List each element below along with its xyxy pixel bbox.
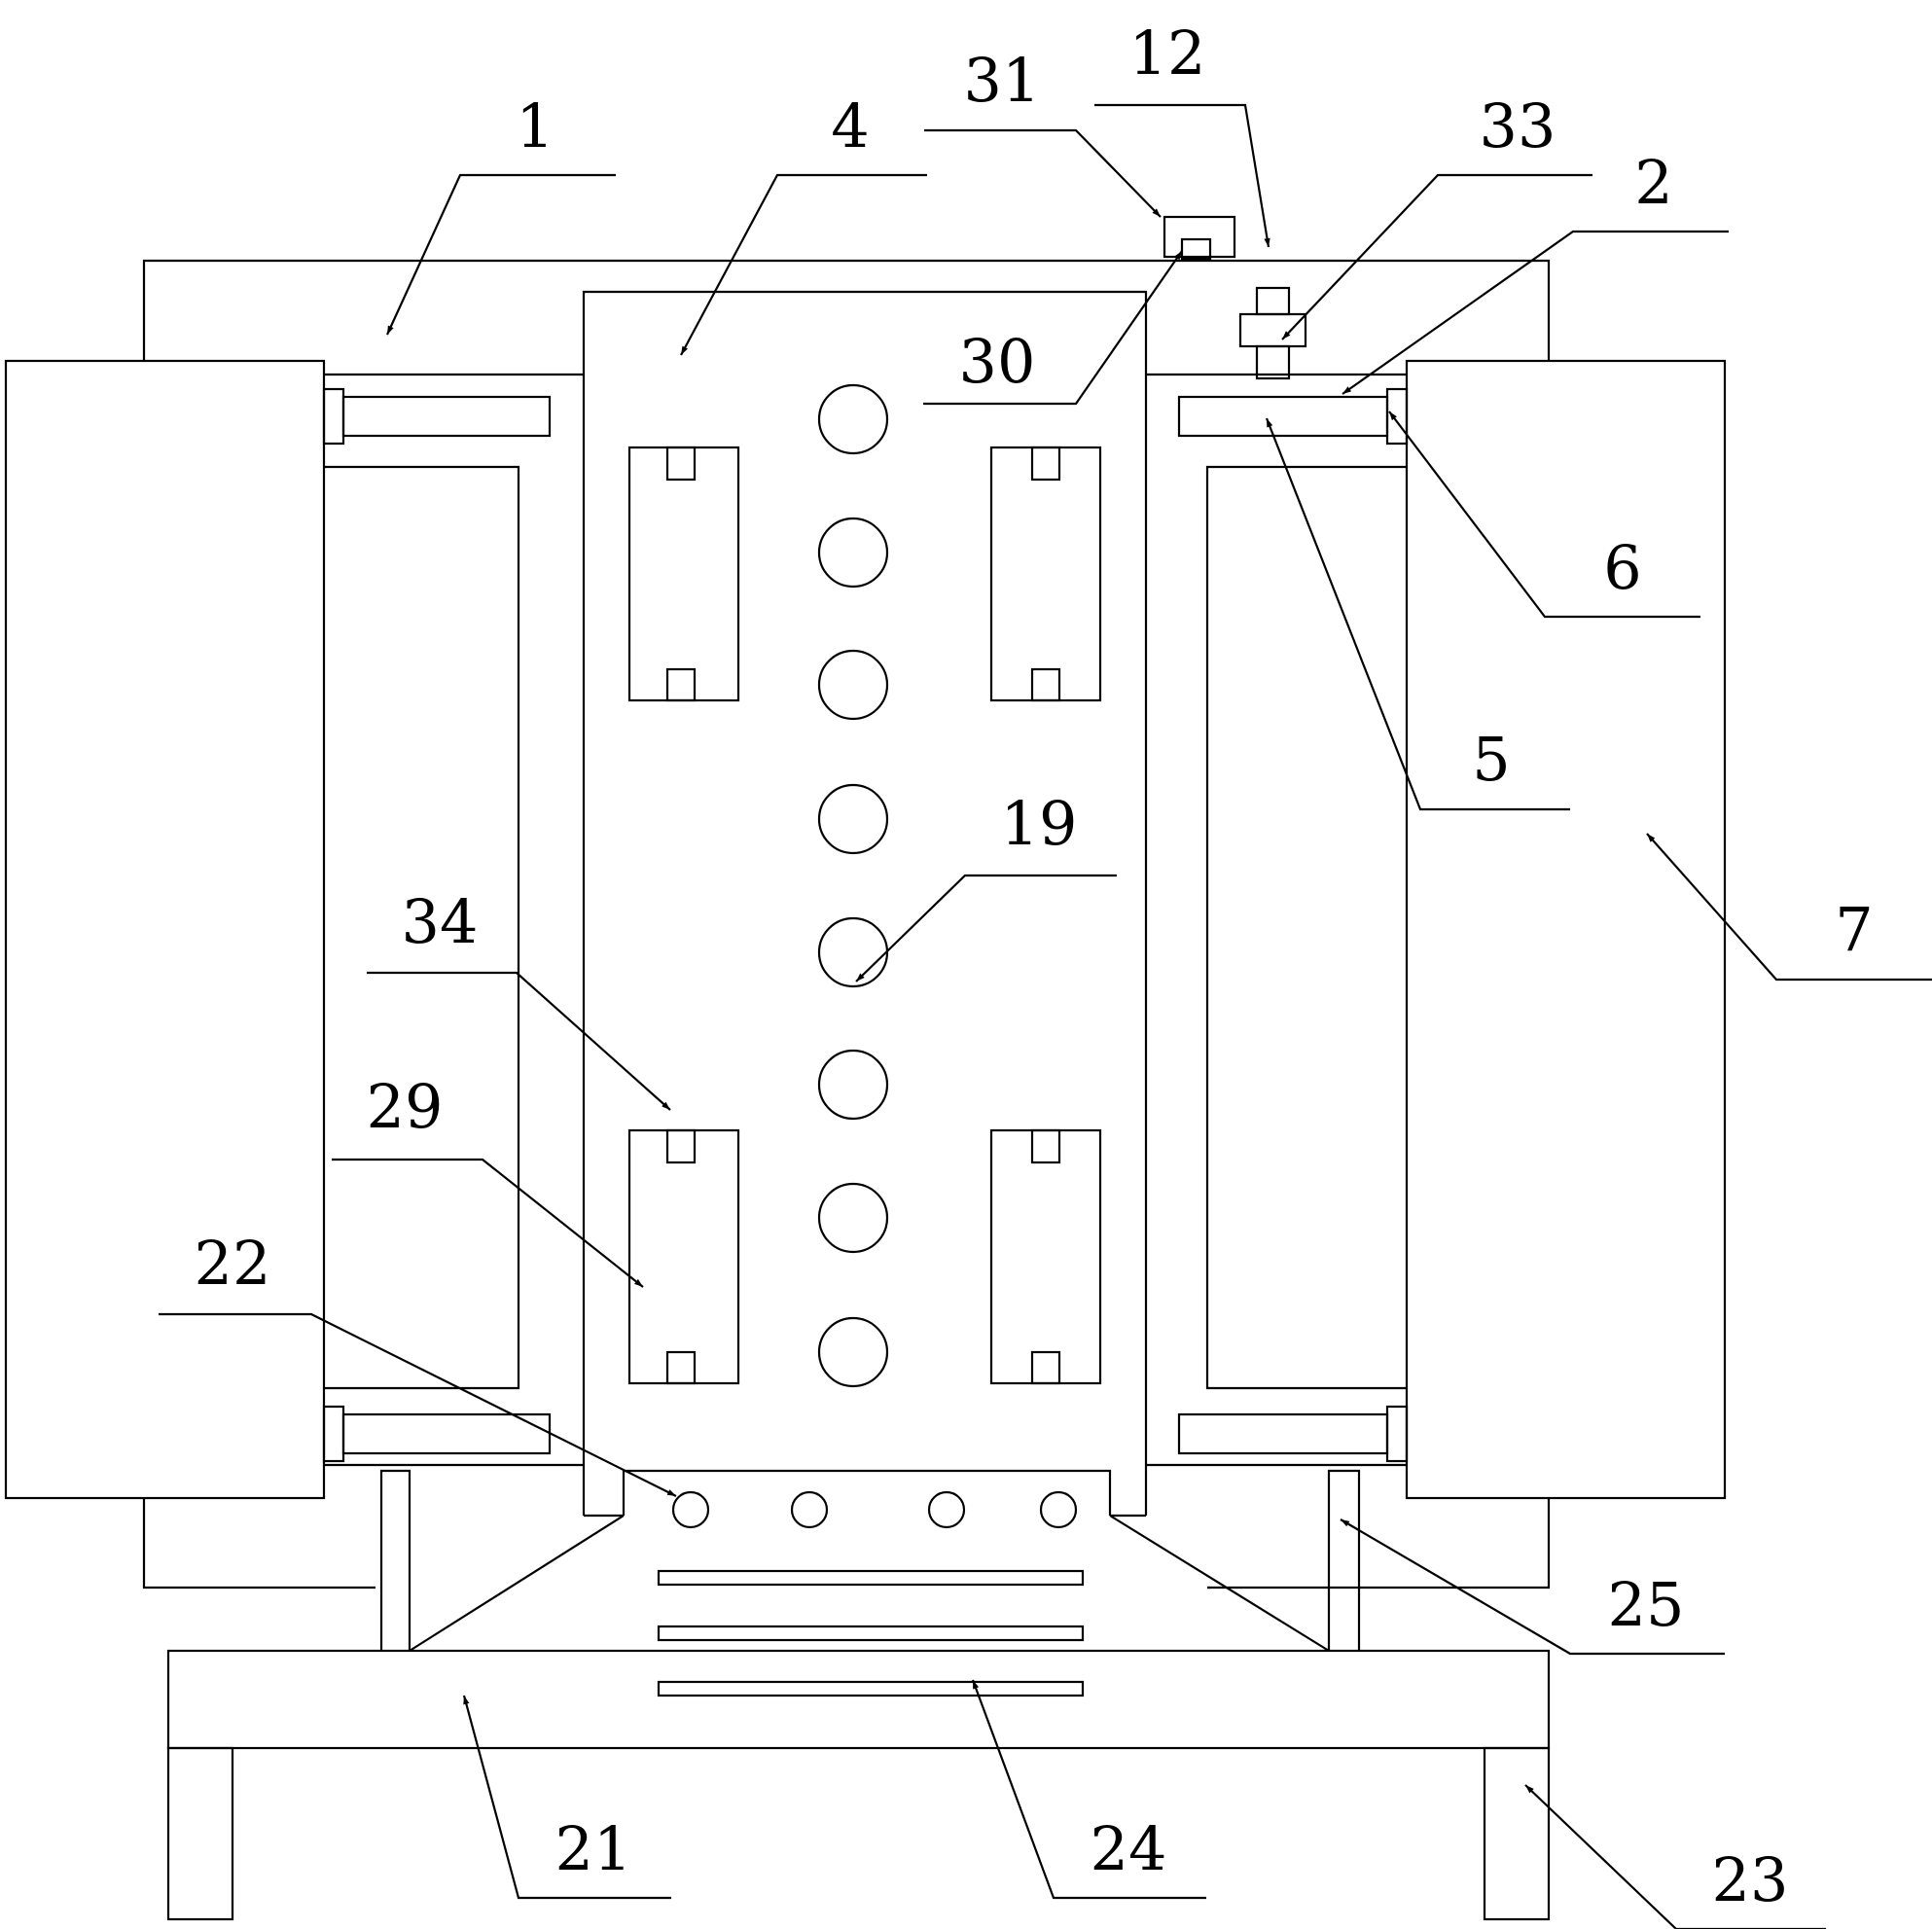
top-fitting-left bbox=[1163, 215, 1236, 261]
vent-holes bbox=[817, 383, 889, 1388]
right-door bbox=[1405, 359, 1727, 1500]
right-inner-panel bbox=[1205, 465, 1407, 1390]
right-lower-hinge bbox=[1177, 1405, 1409, 1463]
bracket-top-left bbox=[627, 446, 740, 702]
callout-30: 30 bbox=[959, 326, 1036, 397]
central-chamber bbox=[582, 290, 1148, 1518]
callout-21: 21 bbox=[555, 1813, 632, 1884]
callout-34: 34 bbox=[402, 886, 479, 957]
bracket-top-right bbox=[989, 446, 1102, 702]
callout-labels: 1 4 31 12 33 2 30 6 5 19 7 34 29 22 25 2… bbox=[195, 18, 1874, 1915]
callout-4: 4 bbox=[831, 90, 869, 161]
callout-12: 12 bbox=[1129, 18, 1206, 89]
callout-22: 22 bbox=[195, 1228, 271, 1299]
small-holes bbox=[671, 1490, 1078, 1529]
callout-2: 2 bbox=[1634, 147, 1672, 218]
left-door bbox=[4, 359, 326, 1500]
left-lower-hinge bbox=[322, 1405, 552, 1463]
callout-5: 5 bbox=[1472, 724, 1510, 795]
callout-29: 29 bbox=[367, 1071, 444, 1142]
callout-25: 25 bbox=[1608, 1569, 1685, 1640]
housing-frame bbox=[142, 259, 1551, 1590]
callout-19: 19 bbox=[1001, 788, 1078, 859]
callout-31: 31 bbox=[964, 45, 1041, 116]
callout-7: 7 bbox=[1835, 894, 1873, 965]
callout-24: 24 bbox=[1091, 1813, 1167, 1884]
support-legs bbox=[379, 1469, 1361, 1651]
left-inner-panel bbox=[324, 465, 520, 1390]
left-upper-hinge bbox=[322, 387, 552, 446]
callout-33: 33 bbox=[1480, 90, 1556, 161]
bracket-bottom-right bbox=[989, 1128, 1102, 1385]
top-valve bbox=[1238, 286, 1307, 380]
hopper-slopes bbox=[409, 1515, 1330, 1652]
bracket-bottom-left bbox=[627, 1128, 740, 1385]
tray-plates bbox=[657, 1569, 1085, 1697]
leader-lines bbox=[159, 103, 1932, 1929]
callout-23: 23 bbox=[1712, 1844, 1789, 1915]
callout-6: 6 bbox=[1603, 532, 1641, 603]
base-frame bbox=[166, 1649, 1551, 1921]
right-upper-hinge bbox=[1177, 387, 1409, 446]
callout-1: 1 bbox=[516, 90, 554, 161]
